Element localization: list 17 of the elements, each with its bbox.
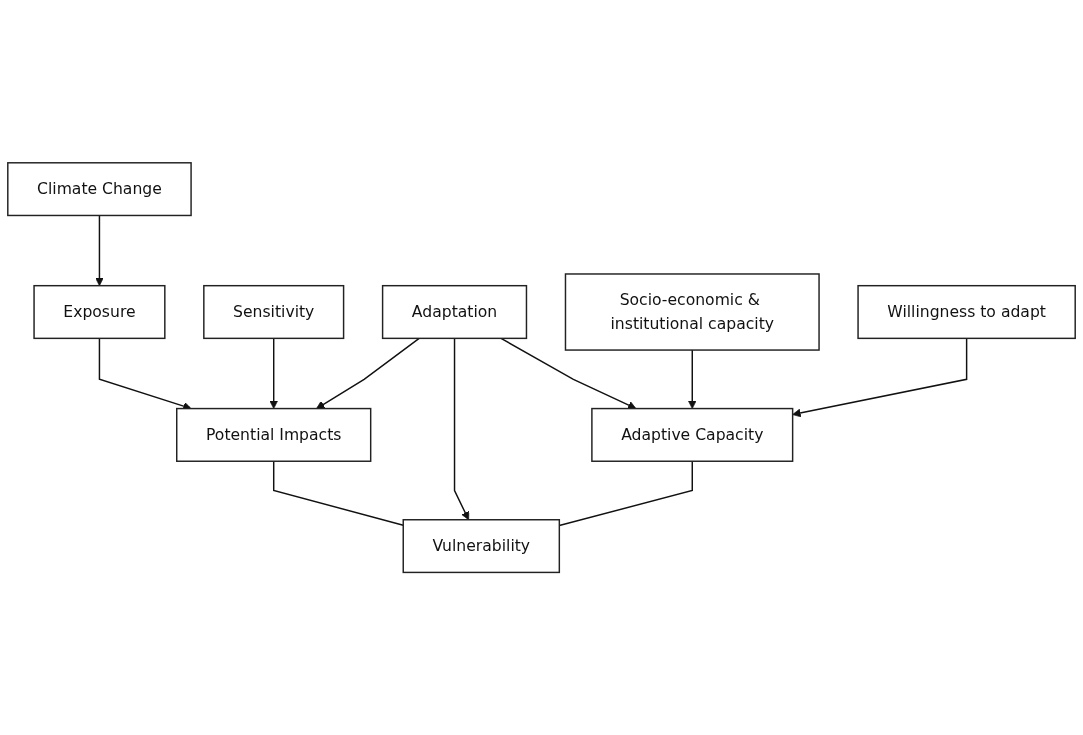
- arrow: [269, 337, 278, 409]
- node-box: Exposure: [33, 284, 166, 339]
- node-box: Vulnerability: [402, 518, 561, 574]
- node-box: Willingness to adapt: [857, 284, 1076, 339]
- arrow: [453, 337, 470, 521]
- arrow: [687, 349, 697, 409]
- arrow: [792, 337, 968, 418]
- node-box: Adaptive Capacity: [591, 407, 794, 462]
- arrow: [316, 337, 420, 409]
- node-box: Sensitivity: [203, 284, 345, 339]
- arrow: [500, 337, 637, 410]
- connector: [272, 460, 404, 526]
- arrow: [95, 214, 104, 286]
- node-box: Socio-economic & institutional capacity: [564, 273, 820, 351]
- node-box: Potential Impacts: [176, 407, 372, 462]
- node-box: Climate Change: [7, 161, 192, 217]
- node-box: Adaptation: [381, 284, 528, 339]
